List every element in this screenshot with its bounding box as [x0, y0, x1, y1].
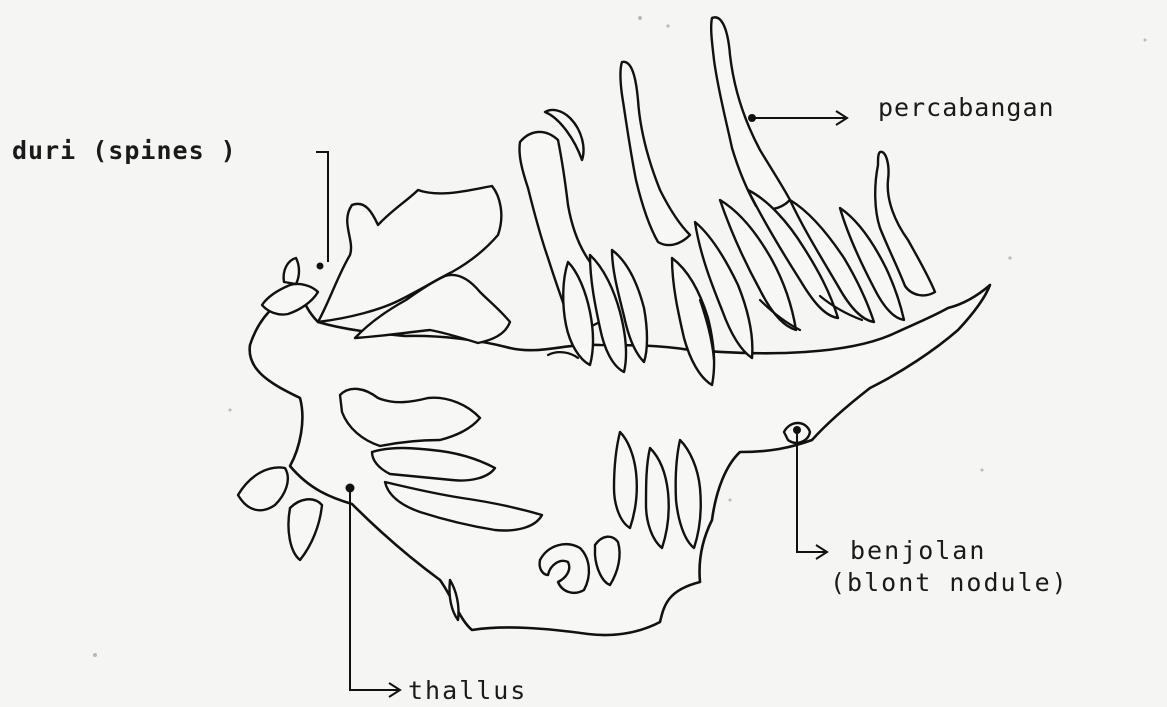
lower-hook-left: [238, 467, 288, 510]
tall-top-branch: [711, 17, 790, 209]
leader-benjolan: [797, 430, 825, 552]
label-blont-nodule: (blont nodule): [830, 570, 1069, 595]
leader-duri: [316, 152, 328, 262]
spine-small: [284, 258, 299, 284]
label-duri-spines: duri (spines ): [12, 138, 237, 163]
label-benjolan: benjolan: [850, 538, 986, 563]
central-branch: [519, 132, 602, 327]
lower-hook-left-2: [288, 499, 322, 560]
label-thallus: thallus: [408, 678, 527, 703]
label-percabangan: percabangan: [878, 95, 1055, 120]
middle-spike: [621, 62, 691, 245]
dot-spine: [317, 263, 324, 270]
